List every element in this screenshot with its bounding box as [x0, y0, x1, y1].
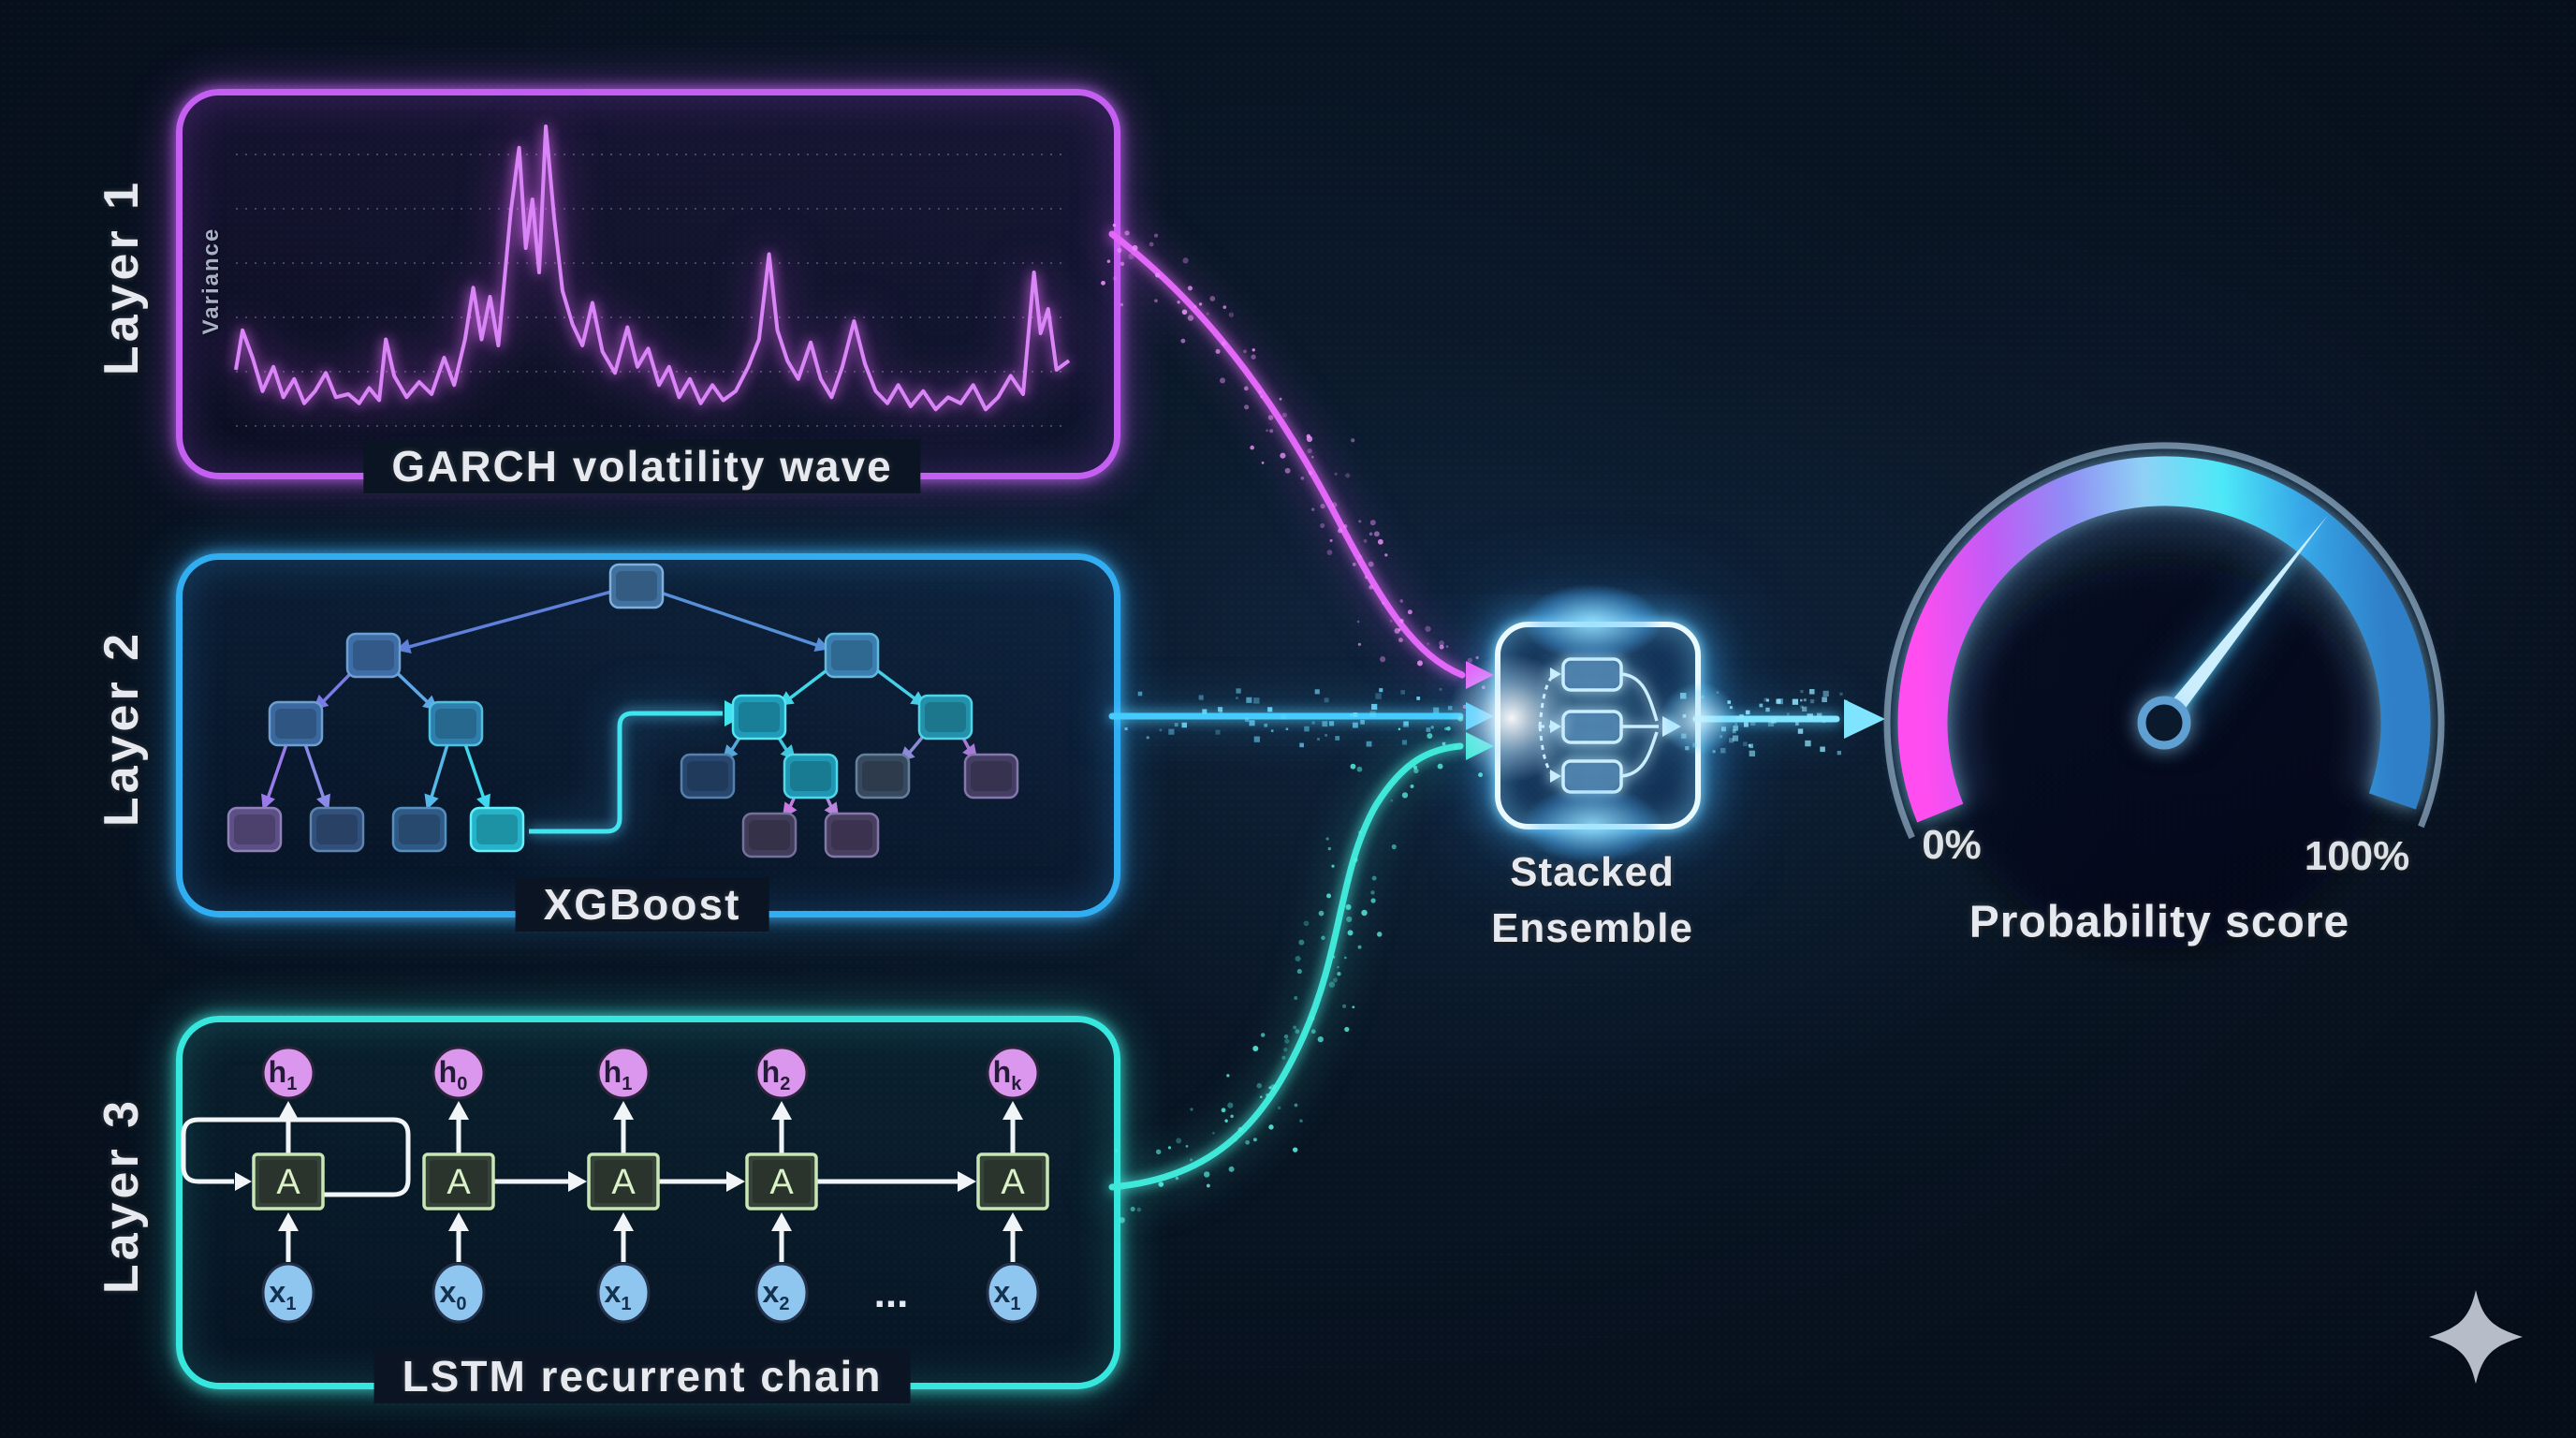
sparkle-icon — [2429, 1290, 2523, 1384]
layer2-title: XGBoost — [515, 877, 769, 932]
layer3-title: LSTM recurrent chain — [373, 1349, 911, 1403]
svg-text:A: A — [611, 1163, 636, 1202]
layer3-side-label: Layer 3 — [95, 1096, 149, 1295]
layer1-side-label: Layer 1 — [95, 178, 149, 376]
svg-text:A: A — [446, 1163, 471, 1202]
variance-axis-label: Variance — [198, 227, 224, 335]
gauge-min-label: 0% — [1922, 822, 1982, 868]
gauge-caption: Probability score — [1969, 897, 2350, 947]
layer1-garch-panel — [176, 89, 1120, 479]
ensemble-label-line2: Ensemble — [1491, 905, 1693, 951]
svg-text:A: A — [1001, 1163, 1025, 1202]
flow-connectors — [1101, 223, 1885, 1224]
lstm-chain: Ah1x1Ah0x0Ah1x1Ah2x2Ahkx1... — [181, 1046, 1049, 1324]
gauge-max-label: 100% — [2304, 833, 2410, 879]
svg-text:A: A — [276, 1163, 300, 1202]
layer1-title: GARCH volatility wave — [363, 439, 921, 493]
layer2-side-label: Layer 2 — [95, 629, 149, 828]
probability-gauge — [1883, 442, 2445, 948]
xgboost-tree — [227, 563, 1019, 858]
garch-volatility-chart — [234, 125, 1071, 427]
ensemble-label-line1: Stacked — [1510, 849, 1675, 895]
ensemble-icon — [1538, 657, 1681, 794]
svg-text:...: ... — [874, 1270, 909, 1316]
svg-text:A: A — [769, 1163, 794, 1202]
